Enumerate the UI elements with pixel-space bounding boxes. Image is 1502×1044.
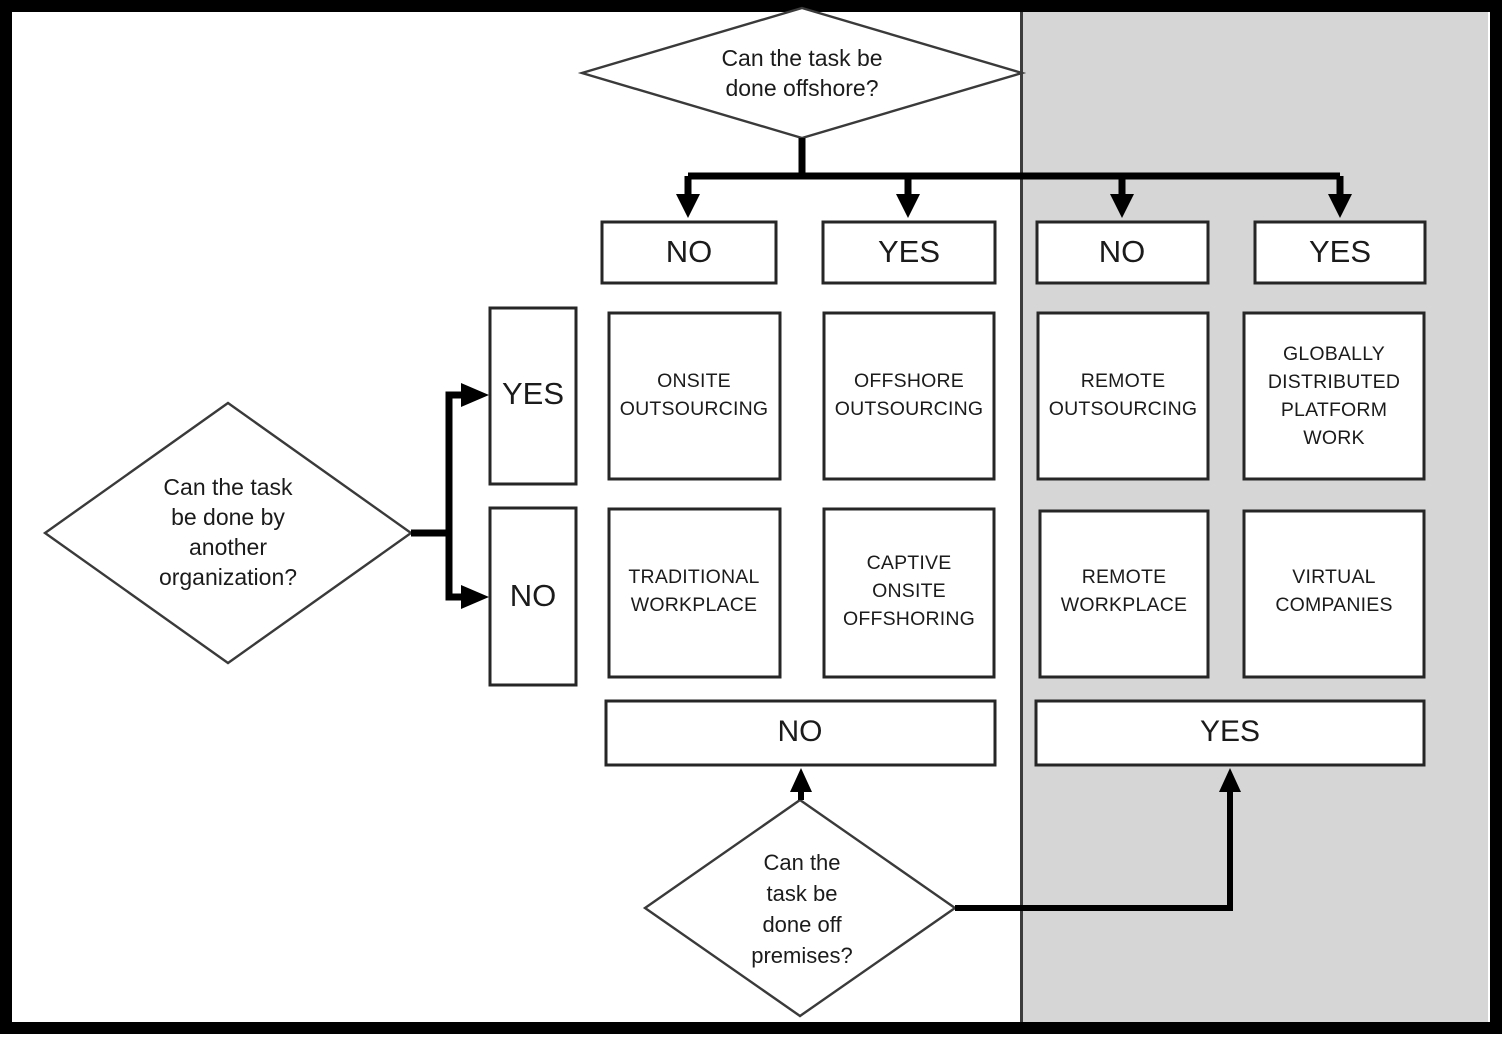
another-org-branch-up	[445, 391, 467, 533]
cell-box-captive-onsite-offshoring[interactable]	[822, 507, 996, 679]
decision-off-premises-line3: done off	[762, 912, 842, 937]
arrowhead-col1	[676, 194, 700, 218]
cell-label-remote-workplace-line2: WORKPLACE	[1061, 594, 1187, 616]
decision-off-premises-line4: premises?	[751, 943, 852, 968]
cell-label-virtual-companies-line2: COMPANIES	[1275, 594, 1392, 616]
off-premises-branch-yes	[955, 788, 1233, 911]
decision-off-premises-line1: Can the	[763, 850, 840, 875]
cell-box-remote-outsourcing[interactable]	[1036, 311, 1210, 481]
cell-box-offshore-outsourcing[interactable]	[822, 311, 996, 481]
cell-label-traditional-workplace-line2: WORKPLACE	[631, 594, 757, 616]
column-header-label-2: YES	[878, 234, 940, 269]
cell-label-remote-outsourcing-line2: OUTSOURCING	[1049, 398, 1197, 420]
decision-another-org-line1: Can the task	[163, 474, 293, 500]
row-header-label-yes: YES	[502, 376, 564, 411]
cell-box-globally-distributed-platform-work[interactable]	[1242, 311, 1426, 481]
arrowhead-col4	[1328, 194, 1352, 218]
cell-label-globally-distributed-line2: DISTRIBUTED	[1268, 371, 1400, 393]
decision-another-org-line4: organization?	[159, 564, 297, 590]
decision-offshore-line1: Can the task be	[721, 45, 882, 71]
column-header-label-4: YES	[1309, 234, 1371, 269]
cell-label-remote-workplace-line1: REMOTE	[1082, 566, 1167, 588]
column-header-label-3: NO	[1099, 234, 1146, 269]
row-header-box-no[interactable]	[488, 506, 578, 687]
cell-label-virtual-companies-line1: VIRTUAL	[1292, 566, 1375, 588]
decision-offshore-line2: done offshore?	[725, 75, 878, 101]
arrowhead-col3	[1110, 194, 1134, 218]
bottom-header-box-no[interactable]	[604, 699, 997, 767]
row-header-box-yes[interactable]	[488, 306, 578, 486]
cell-label-traditional-workplace-line1: TRADITIONAL	[628, 566, 759, 588]
bottom-header-box-yes[interactable]	[1034, 699, 1426, 767]
cell-label-offshore-outsourcing-line1: OFFSHORE	[854, 370, 964, 392]
column-header-box-2[interactable]	[821, 220, 997, 285]
column-header-box-1[interactable]	[600, 220, 778, 285]
cell-label-offshore-outsourcing-line2: OUTSOURCING	[835, 398, 983, 420]
cell-label-captive-onsite-offshoring-line2: ONSITE	[872, 580, 946, 602]
decision-another-org-line2: be done by	[171, 504, 285, 530]
column-header-box-4[interactable]	[1253, 220, 1427, 285]
decision-offshore-diamond	[577, 6, 1027, 140]
cell-box-virtual-companies[interactable]	[1242, 509, 1426, 679]
cell-box-remote-workplace[interactable]	[1038, 509, 1210, 679]
column-header-box-3[interactable]	[1035, 220, 1210, 285]
cell-box-traditional-workplace[interactable]	[607, 507, 782, 679]
bottom-header-label-yes: YES	[1200, 715, 1260, 748]
cell-label-globally-distributed-line4: WORK	[1303, 427, 1364, 449]
arrowhead-row-yes	[461, 383, 489, 407]
cell-label-globally-distributed-line3: PLATFORM	[1281, 399, 1387, 421]
arrowhead-row-no	[461, 585, 489, 609]
cell-label-captive-onsite-offshoring-line3: OFFSHORING	[843, 608, 975, 630]
cell-label-captive-onsite-offshoring-line1: CAPTIVE	[867, 552, 952, 574]
bottom-header-label-no: NO	[778, 715, 823, 748]
column-header-label-1: NO	[666, 234, 713, 269]
arrowhead-col2	[896, 194, 920, 218]
decision-another-org-diamond	[42, 401, 414, 665]
decision-off-premises-line2: task be	[767, 881, 838, 906]
decision-another-org-line3: another	[189, 534, 267, 560]
cell-label-remote-outsourcing-line1: REMOTE	[1081, 370, 1166, 392]
cell-label-onsite-outsourcing-line1: ONSITE	[657, 370, 731, 392]
arrowhead-bottom-yes	[1219, 768, 1241, 792]
cell-box-onsite-outsourcing[interactable]	[607, 311, 782, 481]
cell-label-onsite-outsourcing-line2: OUTSOURCING	[620, 398, 768, 420]
decision-off-premises-diamond	[642, 798, 958, 1018]
arrowhead-bottom-no	[790, 768, 812, 792]
cell-label-globally-distributed-line1: GLOBALLY	[1283, 343, 1385, 365]
row-header-label-no: NO	[510, 578, 557, 613]
